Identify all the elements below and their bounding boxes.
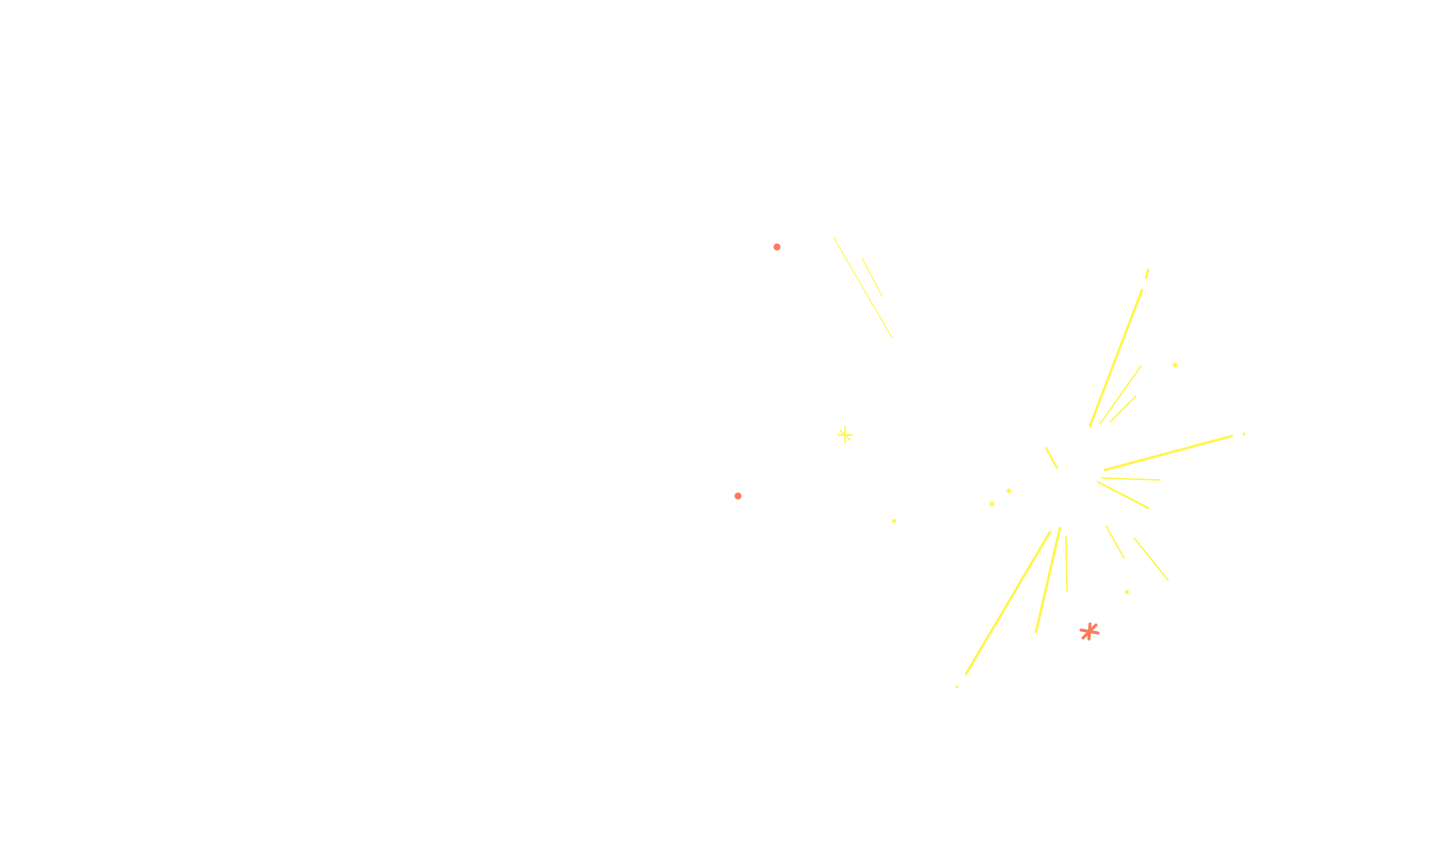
spark-streak [1034, 526, 1062, 634]
spark-dot [1242, 432, 1246, 436]
spark-streak [1144, 268, 1150, 280]
spark-dot [1172, 362, 1178, 368]
spark-streak [1097, 481, 1149, 509]
fireworks-burst-icon [833, 237, 1234, 676]
accent-dot [734, 492, 742, 500]
spark-dot [955, 685, 959, 689]
spark-streak [964, 530, 1052, 676]
spark-dot [989, 501, 995, 507]
spark-streak [1133, 537, 1169, 581]
spark-streak [1101, 477, 1161, 481]
spark-streak [1045, 447, 1058, 469]
spark-streak [833, 237, 893, 339]
spark-dot [892, 519, 896, 523]
spark-streak [1088, 288, 1144, 428]
spark-streak [1109, 395, 1137, 423]
spark-streak [1105, 525, 1125, 559]
spark-dot [1006, 488, 1012, 494]
spark-streak [1103, 434, 1234, 472]
spark-dot [1125, 590, 1129, 594]
spark-streak [1099, 365, 1142, 425]
spark-streak [861, 257, 883, 297]
accent-dot [773, 243, 781, 251]
spark-star [839, 429, 851, 441]
spark-streak [1065, 535, 1068, 593]
accent-star-icon [1079, 622, 1100, 641]
